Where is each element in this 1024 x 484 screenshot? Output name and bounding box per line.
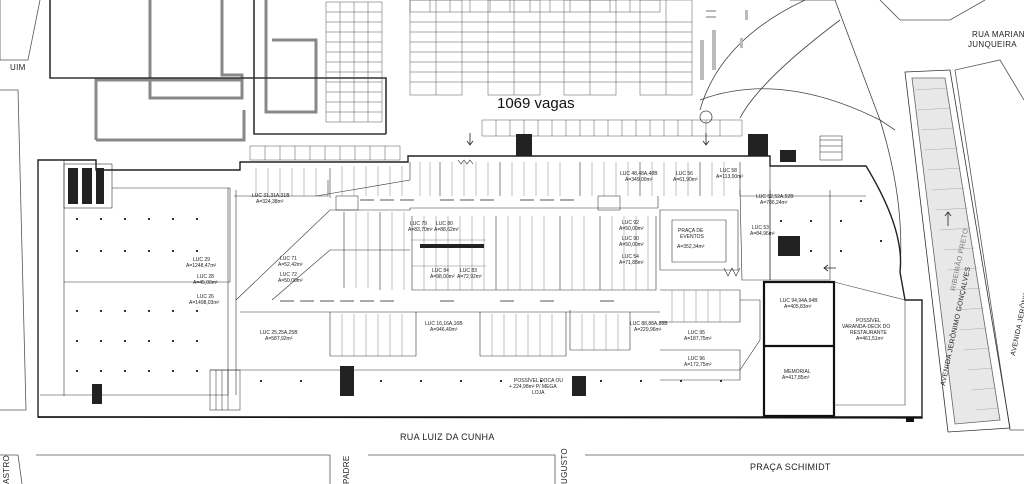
- store-luc84-area: A=98,00m²: [430, 274, 455, 280]
- store-luc54-area: A=71,88m²: [619, 260, 644, 266]
- store-luc58-area: A=113,00m²: [716, 174, 744, 180]
- store-luc52-area: A=786,24m²: [760, 200, 788, 206]
- store-luc95-area: A=187,75m²: [684, 336, 712, 342]
- parking-row-lower: [249, 119, 743, 161]
- street-mariana-2: JUNQUEIRA: [968, 40, 1017, 49]
- memorial-block: [762, 280, 836, 418]
- store-luc80-area: A=88,62m²: [434, 227, 459, 233]
- store-luc58-name: LUC 58: [720, 168, 737, 174]
- store-luc28-name: LUC 28: [197, 274, 214, 280]
- store-luc56-area: A=61,90m²: [673, 177, 698, 183]
- store-luc26-area: A=1498,03m²: [189, 300, 220, 306]
- store-luc94-name: LUC 94,94A,94B: [780, 298, 818, 304]
- store-luc25-area: A=587,92m²: [265, 336, 293, 342]
- stair-hatch: [209, 135, 843, 411]
- exit-mark: [906, 417, 914, 422]
- memorial-area: A=417,85m²: [782, 375, 810, 381]
- street-mariana-1: RUA MARIANA: [972, 30, 1024, 39]
- store-luc79-area: A=83,70m²: [408, 227, 433, 233]
- doca-line-3: LOJA: [532, 390, 545, 396]
- memorial-name: MEMORIAL: [784, 369, 811, 375]
- store-luc71-area: A=52,42m²: [278, 262, 303, 268]
- praca-line-1: PRAÇA DE: [678, 228, 704, 234]
- varanda-block: [833, 281, 906, 406]
- store-luc26-name: LUC 26: [197, 294, 214, 300]
- praca-line-2: EVENTOS: [680, 234, 704, 240]
- street-luiz-da-cunha: RUA LUIZ DA CUNHA: [400, 432, 495, 442]
- parking-grid-left: [325, 1, 383, 123]
- store-luc29-area: A=1248,47m²: [186, 263, 217, 269]
- store-luc96-name: LUC 96: [688, 356, 705, 362]
- street-left-fragment: UIM: [10, 63, 26, 72]
- street-bottom-left-fragment: ASTRO: [2, 454, 11, 484]
- varanda-line-2: VARANDA-DECK DO: [842, 324, 891, 330]
- parking-capacity-label: 1069 vagas: [497, 95, 575, 112]
- store-luc25-name: LUC 25,25A,25B: [260, 330, 298, 336]
- store-luc95-name: LUC 95: [688, 330, 705, 336]
- interior-walls: [40, 160, 866, 396]
- store-luc83-area: A=72,92m²: [457, 274, 482, 280]
- store-luc96-area: A=172,75m²: [684, 362, 712, 368]
- parking-grid-main: [409, 0, 693, 96]
- existing-building: [94, 0, 318, 142]
- varanda-line-3: RESTAURANTE: [850, 330, 887, 336]
- store-luc92-area: A=50,00m²: [619, 226, 644, 232]
- street-padre-fragment: PADRE: [342, 455, 351, 484]
- street-praca-schimidt: PRAÇA SCHIMIDT: [750, 462, 831, 472]
- store-luc48-area: A=349,00m²: [625, 177, 653, 183]
- corridor-dashes: [280, 199, 614, 302]
- zigzag: [457, 159, 741, 277]
- road-markings: [700, 10, 748, 80]
- store-luc53-area: A=84,96m²: [750, 231, 775, 237]
- store-luc72-name: LUC 72: [280, 272, 297, 278]
- store-luc94-area: A=405,83m²: [784, 304, 812, 310]
- praca-area: A=352,34m²: [677, 244, 705, 250]
- store-luc54-name: LUC 54: [622, 254, 639, 260]
- store-luc48-name: LUC 48,48A,48B: [620, 171, 658, 177]
- store-luc79-name: LUC 79: [410, 221, 427, 227]
- store-luc90-name: LUC 90: [622, 236, 639, 242]
- median-hatch: [914, 87, 1000, 411]
- store-luc56-name: LUC 56: [676, 171, 693, 177]
- store-luc92-name: LUC 92: [622, 220, 639, 226]
- store-luc16-name: LUC 16,16A,16B: [425, 321, 463, 327]
- store-luc53-name: LUC 53: [752, 225, 769, 231]
- doca-line-1: POSSÍVEL DOCA OU: [514, 378, 563, 384]
- site-boundary: [49, 0, 387, 135]
- diagonal-road: [790, 0, 896, 131]
- store-luc90-area: A=50,00m²: [619, 242, 644, 248]
- flow-arrows: [466, 133, 952, 272]
- varanda-area: A=461,51m²: [856, 336, 884, 342]
- store-luc52-name: LUC 52,52A,52B: [756, 194, 794, 200]
- store-luc28-area: A=45,00m²: [193, 280, 218, 286]
- store-luc29-name: LUC 29: [193, 257, 210, 263]
- store-luc71-name: LUC 71: [280, 256, 297, 262]
- store-luc80-name: LUC 80: [436, 221, 453, 227]
- store-luc31-name: LUC 31,31A,31B: [252, 193, 290, 199]
- store-luc84-name: LUC 84: [432, 268, 449, 274]
- store-luc31-area: A=324,38m²: [256, 199, 284, 205]
- stair-blocks: [68, 134, 800, 404]
- store-partitions: [255, 162, 725, 356]
- store-luc16-area: A=946,40m²: [430, 327, 458, 333]
- building-outline: [37, 155, 923, 419]
- street-augusto-fragment: UGUSTO: [560, 448, 569, 484]
- varanda-line-1: POSSÍVEL: [856, 318, 881, 324]
- store-luc88-name: LUC 88,88A,88B: [630, 321, 668, 327]
- store-luc72-area: A=50,00m²: [278, 278, 303, 284]
- store-luc88-area: A=229,96m²: [634, 327, 662, 333]
- store-luc83-name: LUC 83: [460, 268, 477, 274]
- doca-line-2: + 224,98m² P/ MEGA: [509, 384, 557, 390]
